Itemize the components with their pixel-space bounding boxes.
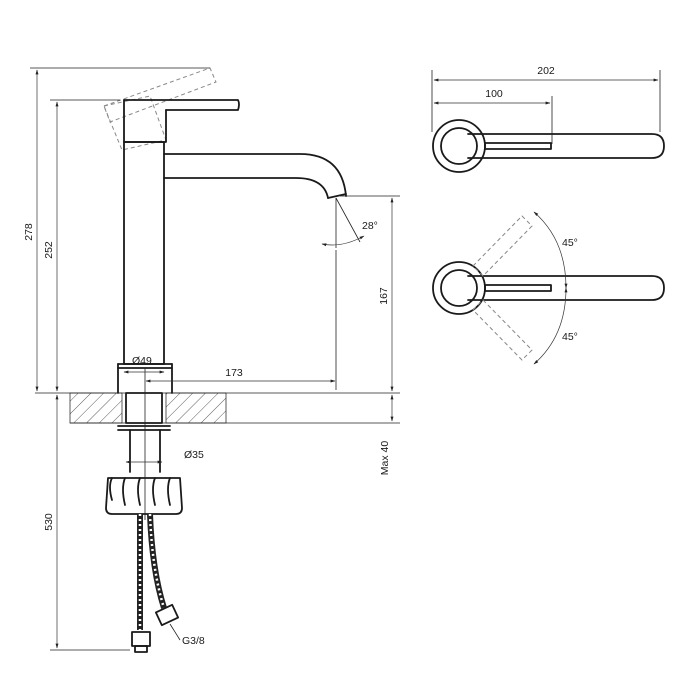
top-width-label: 202 [537,65,555,77]
lever-handle [123,99,240,143]
shank-diameter-label: Ø35 [184,449,204,461]
countertop-section [35,392,400,424]
dimension-total-height: 278 [23,67,210,392]
faucet-body [117,141,173,394]
body-height-label: 252 [43,241,55,259]
dimension-max-counter: Max 40 [379,394,394,476]
dimension-spout-clearance: 167 [340,195,400,392]
mounting-nut [105,477,183,515]
max-counter-label: Max 40 [379,441,391,476]
handle-open-position-ghost [103,67,217,151]
rotation-up-label: 45° [562,237,578,249]
top-view-faucet-rotation [432,261,665,315]
side-view: 28° [23,67,400,653]
total-height-label: 278 [23,223,35,241]
mounting-shank [117,392,171,473]
dimension-body-height: 252 [43,99,120,392]
spout-angle-indicator: 28° [321,197,378,248]
hose-length-label: 530 [43,513,55,531]
dimension-body-diameter: Ø49 [123,355,165,374]
dimension-shank-diameter: Ø35 [125,449,204,464]
thread-label: G3/8 [182,635,205,647]
spout [163,153,347,199]
spout-clearance-label: 167 [378,287,390,305]
top-view-faucet [432,119,665,173]
body-diameter-label: Ø49 [132,355,152,367]
handle-rotation-view: 45° 45° [432,211,665,365]
dimension-hose-length: 530 [43,394,130,651]
dimension-spout-projection: 173 [145,250,337,390]
top-view-dimensions: 202 100 [431,65,665,173]
rotation-down-label: 45° [562,331,578,343]
handle-axis-label: 100 [485,88,503,100]
spout-projection-label: 173 [225,367,243,379]
thread-callout: G3/8 [169,623,205,647]
supply-hoses [131,513,180,653]
spout-angle-label: 28° [362,220,378,232]
